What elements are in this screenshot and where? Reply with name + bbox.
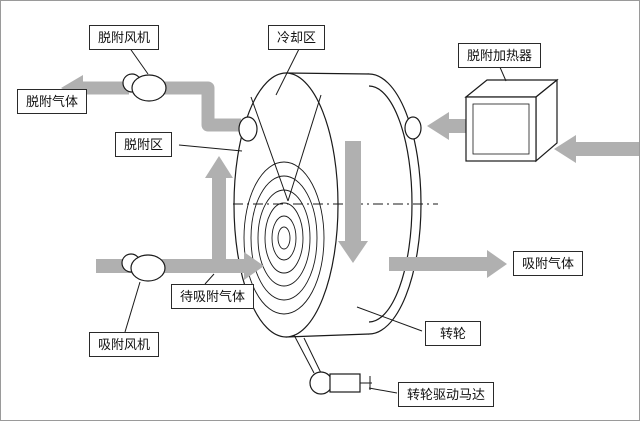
flow-arrow-through-rotor-down	[338, 141, 368, 263]
rotor-sector-divider	[250, 94, 322, 202]
label-desorption-gas: 脱附气体	[17, 89, 88, 114]
leader-gas-to-be-adsorbed	[204, 273, 215, 285]
desorption-fan-symbol	[122, 73, 167, 102]
flow-arrow-adsorbed-gas-out	[389, 250, 507, 278]
rotor-back-port	[404, 116, 422, 140]
leader-cooling-zone	[275, 46, 301, 96]
leader-rotor	[356, 306, 423, 332]
rotor-back-inner-rim	[368, 85, 413, 323]
leader-drive-motor	[368, 387, 398, 394]
flow-arrow-heater-to-rotor	[427, 112, 473, 140]
label-adsorption-gas: 吸附气体	[513, 251, 584, 276]
leader-desorption-zone	[178, 144, 243, 152]
rotor-top-edge	[285, 72, 370, 75]
drive-belt	[293, 334, 315, 374]
label-cooling-zone: 冷却区	[268, 25, 326, 50]
leader-desorption-fan	[128, 46, 149, 75]
flow-duct-rotor-to-desorption-fan	[161, 81, 241, 132]
flow-arrow-cooling-branch-up	[205, 156, 233, 273]
label-gas-to-be-adsorbed: 待吸附气体	[171, 284, 255, 309]
adsorption-fan-symbol	[121, 253, 166, 282]
leader-adsorption-fan	[124, 281, 141, 333]
label-desorption-heater: 脱附加热器	[458, 43, 542, 68]
rotor-front-port	[238, 116, 258, 142]
label-adsorption-fan: 吸附风机	[89, 332, 160, 357]
flow-arrow-inlet-to-heater	[554, 135, 639, 163]
leader-lines	[124, 46, 507, 394]
rotor-bottom-edge	[285, 333, 370, 338]
label-rotor: 转轮	[425, 321, 482, 346]
label-desorption-fan: 脱附风机	[89, 25, 160, 50]
drive-motor	[293, 334, 372, 395]
drive-belt-return	[303, 337, 322, 374]
label-rotor-drive-motor: 转轮驱动马达	[398, 382, 495, 407]
label-desorption-zone: 脱附区	[115, 132, 173, 157]
rotor-wheel	[233, 72, 422, 338]
heater-cube	[464, 78, 559, 163]
